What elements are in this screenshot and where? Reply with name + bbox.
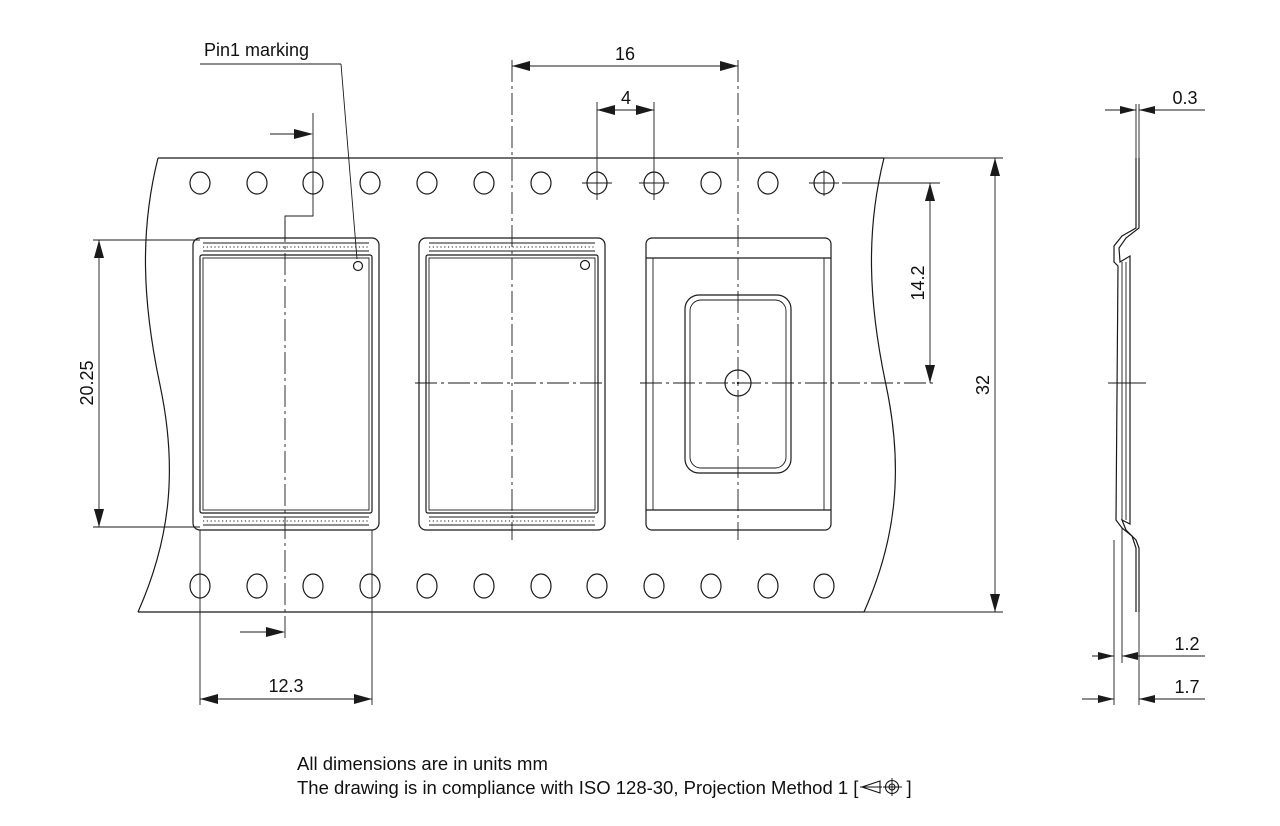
dimension-20-25 (93, 239, 200, 528)
pocket-3-empty (645, 237, 832, 531)
dim-1-7-label: 1.7 (1174, 677, 1199, 697)
dim-14-2-label: 14.2 (908, 265, 928, 300)
dim-4-label: 4 (621, 88, 631, 108)
note-projection: The drawing is in compliance with ISO 12… (297, 776, 912, 800)
dimension-32 (864, 157, 1003, 613)
projection-method-1-icon (860, 778, 903, 796)
dimension-1-7 (1082, 612, 1205, 705)
note-units: All dimensions are in units mm (297, 753, 548, 774)
dim-12-3-label: 12.3 (268, 676, 303, 696)
pin1-marker-icon (352, 260, 364, 272)
sprocket-holes-bottom (189, 573, 835, 599)
note-projection-end: ] (906, 777, 912, 798)
hole-crosshairs (582, 170, 839, 196)
dim-16-label: 16 (615, 44, 635, 64)
pocket-1 (192, 237, 380, 531)
dim-0-3-label: 0.3 (1172, 88, 1197, 108)
side-view-profile (1108, 158, 1146, 612)
dimension-4 (597, 105, 654, 115)
dimension-14-2 (842, 182, 940, 383)
dimension-16 (512, 61, 738, 71)
dimension-0-3 (1105, 104, 1205, 158)
note-projection-text: The drawing is in compliance with ISO 12… (297, 777, 859, 798)
dim-32-label: 32 (973, 375, 993, 395)
pin1-marking-label: Pin1 marking (204, 40, 309, 60)
dimension-12-3 (199, 530, 373, 705)
dim-1-2-label: 1.2 (1174, 634, 1199, 654)
dim-20-25-label: 20.25 (77, 360, 97, 405)
dimension-1-2 (1092, 528, 1205, 663)
pin1-leader (200, 63, 358, 637)
center-lines (284, 60, 935, 640)
carrier-tape-outline (137, 157, 896, 613)
